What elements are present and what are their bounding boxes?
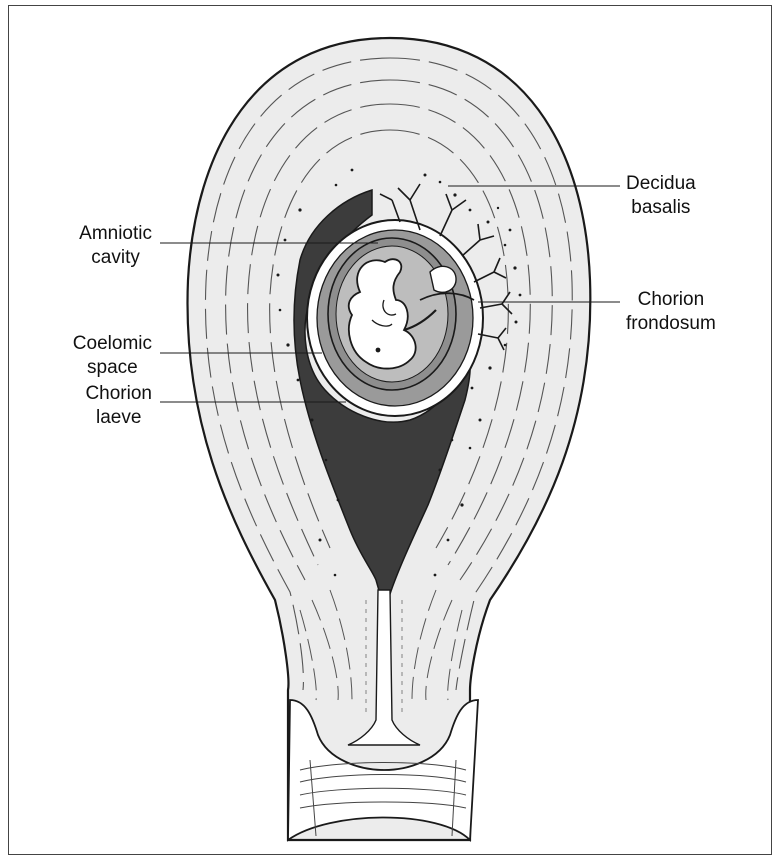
label-chorion-laeve: Chorion laeve [85, 382, 152, 430]
label-coelomic-space: Coelomic space [73, 332, 152, 380]
label-amniotic-cavity: Amniotic cavity [79, 222, 152, 270]
label-chorion-frondosum: Chorion frondosum [626, 288, 716, 336]
label-decidua-basalis: Decidua basalis [626, 172, 696, 220]
yolk-sac [430, 266, 456, 292]
